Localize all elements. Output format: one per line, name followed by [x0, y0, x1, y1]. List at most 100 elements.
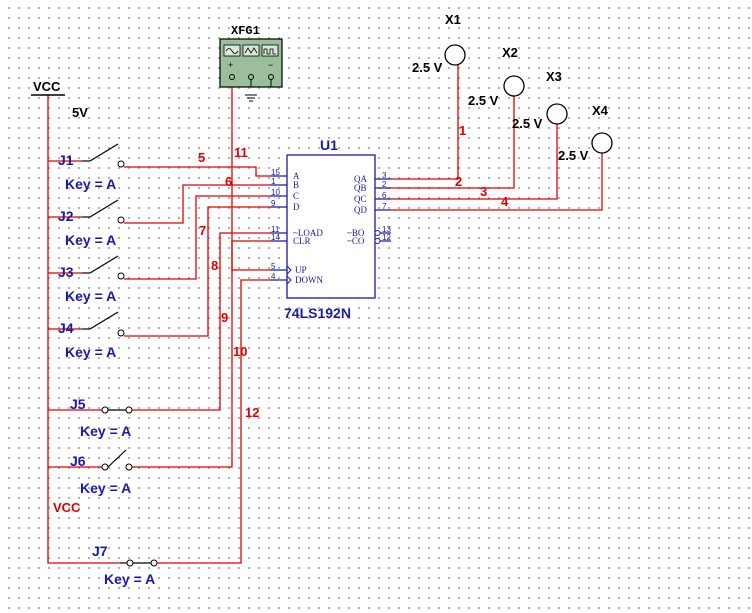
switch-key-label: Key = A — [65, 176, 116, 192]
chip-ref-label: U1 — [320, 137, 338, 153]
net-labels: 1 2 3 4 5 6 7 8 9 10 11 12 — [198, 123, 509, 420]
net-5-wire — [124, 166, 270, 177]
probe-ref-label: X3 — [546, 69, 562, 84]
probe-x4[interactable]: X4 2.5 V — [558, 103, 613, 163]
net-label-1: 1 — [459, 123, 466, 138]
pin-number: 3 — [382, 171, 387, 180]
net-8-wire — [124, 206, 270, 337]
probe-lamp-icon — [444, 44, 466, 66]
net-10-wire — [131, 240, 270, 468]
switch-contact — [101, 463, 109, 471]
switch-j2[interactable]: J2 Key = A — [58, 199, 125, 248]
switch-key-label: Key = A — [104, 571, 155, 587]
net-label-6: 6 — [225, 174, 232, 189]
probe-ref-label: X4 — [592, 103, 609, 118]
wires — [47, 65, 603, 564]
probe-voltage-label: 2.5 V — [558, 148, 589, 163]
switch-blade — [89, 143, 119, 162]
switch-contact — [125, 406, 133, 414]
net-12-wire — [156, 279, 270, 564]
triangle-wave-icon — [242, 44, 260, 57]
switch-j5[interactable]: J5 Key = A — [70, 396, 133, 439]
switch-ref-label: J2 — [58, 208, 74, 224]
probe-voltage-label: 2.5 V — [468, 93, 499, 108]
net-4-wire — [391, 153, 603, 211]
pin-number: 12 — [382, 233, 391, 242]
xfg1-label: XFG1 — [231, 24, 260, 38]
net-1-wire — [391, 65, 459, 180]
net-label-7: 7 — [199, 223, 206, 238]
chip-u1[interactable]: U1 74LS192N 15 1 10 9 11 14 5 4 A B C D … — [270, 137, 391, 321]
switch-j3[interactable]: J3 Key = A — [58, 255, 125, 304]
switch-contact — [117, 160, 125, 168]
switch-contact — [150, 559, 158, 567]
pin-number: 9 — [271, 199, 276, 208]
switch-j6[interactable]: J6 Key = A — [70, 449, 133, 496]
pin-number: 14 — [271, 233, 280, 242]
xfg1-plus-terminal[interactable] — [229, 74, 235, 80]
function-generator-xfg1[interactable]: XFG1 + − — [219, 24, 283, 102]
probe-ref-label: X1 — [445, 12, 461, 27]
switch-j4[interactable]: J4 Key = A — [58, 311, 125, 360]
probe-x3[interactable]: X3 2.5 V — [512, 69, 568, 131]
switch-ref-label: J6 — [70, 453, 86, 469]
switch-key-label: Key = A — [65, 344, 116, 360]
vcc-voltage-label: 5V — [72, 105, 88, 120]
net-label-8: 8 — [211, 258, 218, 273]
switch-feed-wires — [48, 160, 102, 468]
svg-text:−: − — [268, 60, 273, 70]
net-3-wire — [391, 124, 558, 200]
probe-x2[interactable]: X2 2.5 V — [468, 45, 525, 108]
net-label-11: 11 — [234, 145, 248, 160]
pin-name: ~CO — [347, 236, 365, 246]
pin-number: 6 — [382, 191, 387, 200]
net-label-5: 5 — [198, 150, 205, 165]
switch-ref-label: J5 — [70, 396, 86, 412]
pin-name: ~BO — [347, 228, 365, 238]
pin-number: 7 — [382, 202, 387, 211]
switch-blade — [89, 311, 119, 330]
pin-name: QB — [354, 183, 367, 193]
net-label-3: 3 — [480, 184, 487, 199]
switch-key-label: Key = A — [65, 232, 116, 248]
switch-key-label: Key = A — [65, 288, 116, 304]
switch-contact — [117, 272, 125, 280]
ground-icon — [245, 94, 257, 102]
net-label-4: 4 — [501, 194, 509, 209]
net-11-wire — [231, 85, 270, 271]
net-6-wire — [124, 184, 270, 224]
switch-contact — [125, 463, 133, 471]
pin-name: CLR — [293, 236, 311, 246]
pin-name: D — [293, 202, 300, 212]
pin-name: QD — [354, 205, 367, 215]
probe-x1[interactable]: X1 2.5 V — [412, 12, 466, 75]
switch-contact — [117, 329, 125, 337]
chip-part-label: 74LS192N — [284, 305, 351, 321]
pin-name: C — [293, 191, 299, 201]
xfg1-common-terminal[interactable] — [248, 74, 254, 80]
switch-ref-label: J7 — [92, 543, 108, 559]
svg-text:+: + — [228, 60, 233, 70]
pin-name: QA — [354, 174, 367, 184]
switch-j1[interactable]: J1 Key = A — [58, 143, 125, 192]
net-label-10: 10 — [233, 344, 247, 359]
switch-key-label: Key = A — [80, 480, 131, 496]
pin-number: 13 — [382, 225, 391, 234]
net-7-wire — [124, 195, 270, 280]
probe-lamp-icon — [503, 75, 525, 97]
probe-voltage-label: 2.5 V — [512, 116, 543, 131]
pin-name: A — [293, 171, 300, 181]
xfg1-minus-terminal[interactable] — [268, 74, 274, 80]
vcc-source[interactable]: VCC 5V — [31, 79, 88, 120]
switch-ref-label: J3 — [58, 264, 74, 280]
pin-number: 5 — [271, 262, 276, 271]
net-2-wire — [391, 96, 515, 189]
pin-name: DOWN — [295, 275, 323, 285]
switch-j7[interactable]: J7 Key = A — [92, 543, 158, 587]
switch-blade — [89, 255, 119, 274]
vcc-label: VCC — [33, 79, 61, 94]
pin-name: ~LOAD — [293, 228, 323, 238]
switch-contact — [101, 406, 109, 414]
